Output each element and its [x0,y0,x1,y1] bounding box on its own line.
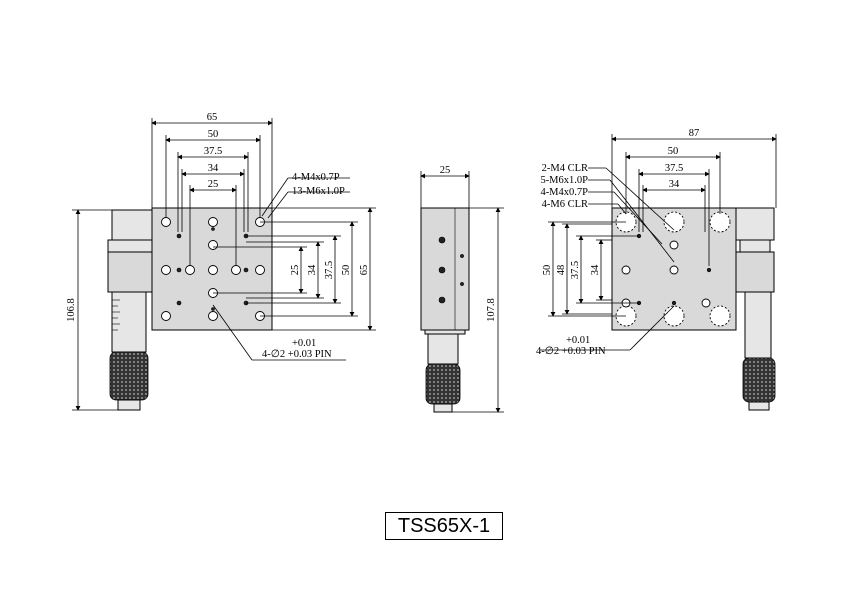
right-callout-m6: 5-M6x1.0P [540,175,588,186]
right-micrometer-housing [735,251,775,293]
front-rdim-65: 65 [359,265,370,276]
right-callout-m4: 4-M4x0.7P [540,187,588,198]
right-ldim-34: 34 [590,264,601,275]
front-rdim-50: 50 [341,265,352,276]
front-rdim-25: 25 [290,265,301,276]
right-ldim-48: 48 [556,265,567,276]
right-view: 87 50 37.5 34 50 48 37.5 34 2-M4 CLR 5-M… [536,128,777,411]
side-micrometer-sleeve [427,333,459,365]
right-ldim-50: 50 [542,265,553,276]
front-view: 65 50 37.5 34 25 25 34 37.5 50 65 106.8 … [66,112,376,411]
front-rdim-37-5: 37.5 [324,261,335,279]
front-dim-50: 50 [208,129,219,140]
front-dim-65: 65 [207,112,218,123]
right-pin-tol: +0.01 [566,335,590,346]
right-callout-m4-clr: 2-M4 CLR [542,163,588,174]
right-dim-34: 34 [669,179,680,190]
front-callout-m6: 13-M6x1.0P [292,186,345,197]
micrometer-mount [107,239,153,253]
side-dim-107-8: 107.8 [486,298,497,322]
front-callout-m4: 4-M4x0.7P [292,172,340,183]
stage-rear-block [111,209,153,241]
right-rear-block [735,207,775,241]
front-pin-note: 4-∅2 +0.03 PIN [262,349,332,360]
side-micrometer-knurl [425,363,461,405]
micrometer-sleeve [111,291,147,353]
right-dim-37-5: 37.5 [665,163,683,174]
right-dim-50: 50 [668,146,679,157]
side-dim-25: 25 [440,165,451,176]
right-dim-87: 87 [689,128,700,139]
right-callout-m6-clr: 4-M6 CLR [542,199,588,210]
front-rdim-34: 34 [307,264,318,275]
part-number-title: TSS65X-1 [385,512,503,540]
micrometer-knurl [109,351,149,401]
front-pin-tol: +0.01 [292,338,316,349]
side-view: 25 107.8 [420,165,504,413]
right-ldim-37-5: 37.5 [570,261,581,279]
front-dim-37-5: 37.5 [204,146,222,157]
right-micrometer-knurl [742,357,776,403]
front-dim-25: 25 [208,179,219,190]
front-dim-34: 34 [208,163,219,174]
right-pin-note: 4-∅2 +0.03 PIN [536,346,606,357]
micrometer-housing [107,251,153,293]
right-micrometer-sleeve [744,291,772,359]
front-dim-106-8: 106.8 [66,298,77,322]
